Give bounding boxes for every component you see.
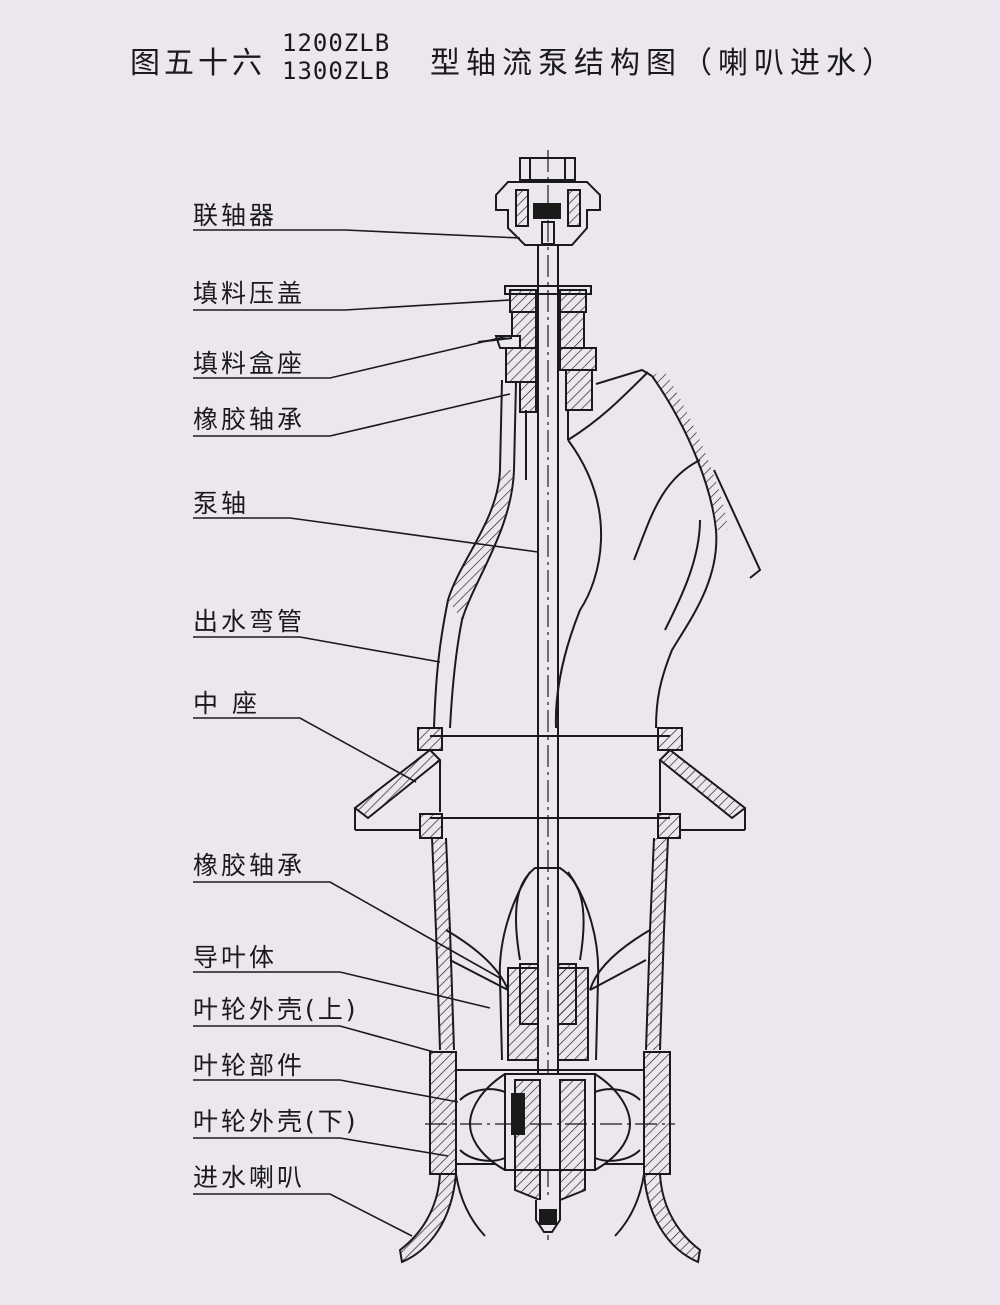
label-guide-vane-body: 导叶体 — [193, 943, 278, 972]
label-inlet-bell: 进水喇叭 — [193, 1163, 306, 1192]
inlet-bell-part — [398, 1173, 702, 1264]
model-number-1: 1200ZLB — [282, 29, 391, 57]
guide-vane-part — [445, 867, 651, 1061]
label-stuffing-box: 填料盒座 — [193, 349, 306, 378]
label-coupling: 联轴器 — [193, 201, 278, 230]
label-rubber-bearing-top: 橡胶轴承 — [193, 405, 306, 434]
label-rubber-bearing-bottom: 橡胶轴承 — [193, 851, 306, 880]
label-impeller-casing-upper: 叶轮外壳(上) — [193, 995, 359, 1024]
label-outlet-elbow: 出水弯管 — [193, 607, 306, 636]
label-impeller-assembly: 叶轮部件 — [193, 1051, 306, 1080]
figure-number: 图五十六 — [130, 46, 266, 81]
label-pump-shaft: 泵轴 — [193, 489, 250, 518]
label-middle-seat: 中 座 — [193, 689, 260, 718]
impeller-part — [425, 1051, 675, 1233]
figure-title: 型轴流泵结构图（喇叭进水） — [430, 46, 898, 81]
model-number-2: 1300ZLB — [282, 57, 391, 85]
elbow-part — [433, 368, 762, 729]
shaft-part — [537, 150, 559, 1240]
middle-seat-part — [353, 727, 747, 839]
label-gland: 填料压盖 — [193, 279, 306, 308]
label-impeller-casing-lower: 叶轮外壳(下) — [193, 1107, 359, 1136]
leader-lines — [193, 229, 539, 1237]
gland-part — [477, 285, 597, 413]
